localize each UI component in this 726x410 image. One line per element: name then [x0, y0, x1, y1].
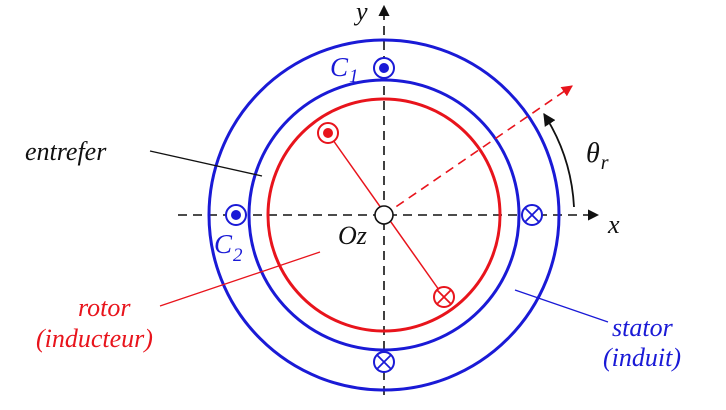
airgap-leader: [149, 150, 263, 177]
rotor-cross-conductor: [433, 286, 455, 308]
stator-outer-ring: [207, 38, 561, 392]
rotor-sublabel: (inducteur): [36, 324, 153, 353]
stator-inner-ring: [247, 78, 521, 352]
rotor-label: rotor: [78, 293, 131, 322]
stator-c2-dot-conductor: [225, 204, 247, 226]
angle-label: θr: [586, 138, 609, 174]
rotor-dot-conductor: [317, 122, 339, 144]
airgap-label: entrefer: [25, 137, 107, 166]
stator-sublabel: (induit): [603, 343, 681, 372]
stator-label: stator: [612, 313, 674, 342]
stator-c1-cross-conductor: [373, 351, 395, 373]
origin-marker: [374, 205, 394, 225]
x-axis-label: x: [607, 210, 620, 239]
rotor-leader: [159, 251, 321, 307]
coil-c2-label: C2: [214, 229, 243, 266]
stator-c2-cross-conductor: [521, 204, 543, 226]
rotor-axis: [383, 85, 573, 216]
angle-subscript: r: [601, 152, 609, 174]
stator-leader: [514, 289, 609, 323]
coil-c1-subscript: 1: [349, 66, 359, 87]
angle-arc: [543, 112, 575, 208]
rotor-ring: [266, 97, 502, 333]
stator-c1-dot-conductor: [373, 57, 395, 79]
coil-c2-subscript: 2: [233, 245, 243, 266]
origin-label: Oz: [338, 221, 367, 250]
coil-c1-label: C1: [330, 52, 359, 87]
y-axis-label: y: [353, 0, 368, 26]
